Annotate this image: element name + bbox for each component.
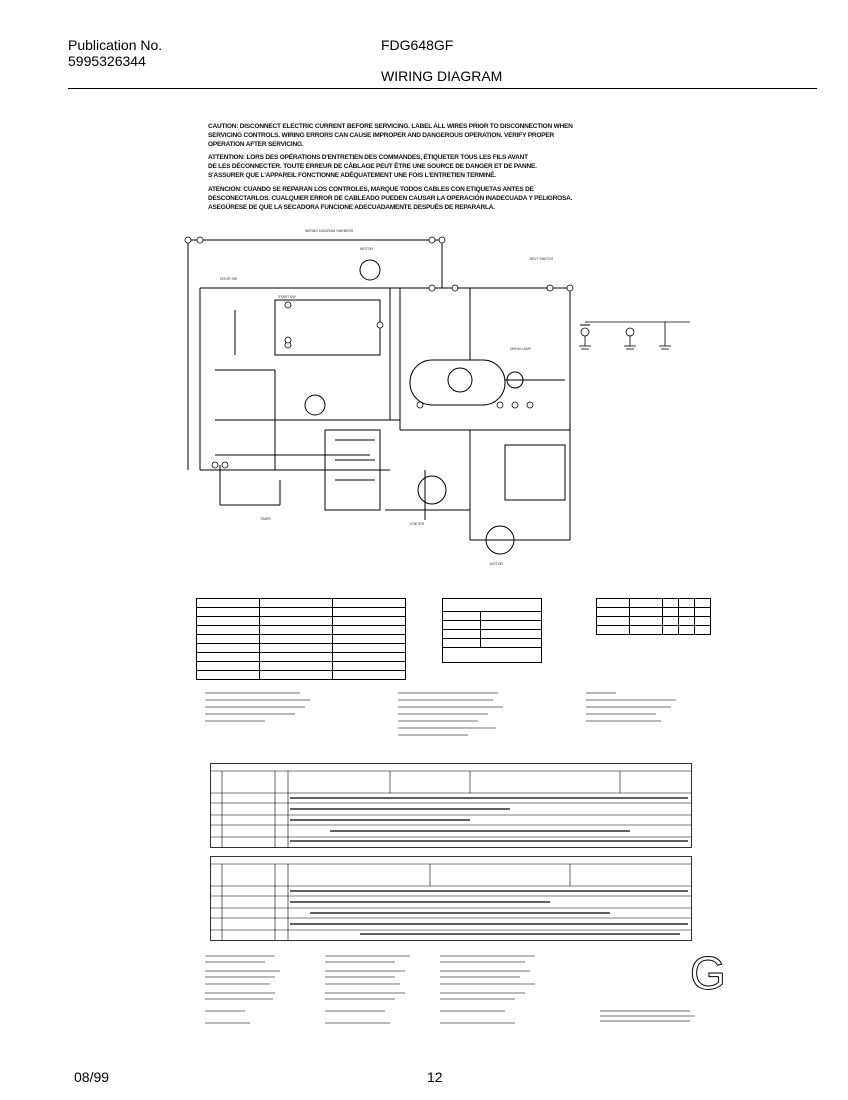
revision-letter: G — [690, 947, 727, 1000]
notes-block-1 — [205, 690, 315, 735]
ground-symbols — [579, 321, 690, 350]
caution-french: ATTENTION: LORS DES OPÉRATIONS D'ENTRETI… — [208, 154, 537, 179]
wiring-schematic: WIRING DIAGRAM HARNESS MOTOR DOOR SW STA… — [184, 229, 590, 566]
page-number: 12 — [427, 1069, 443, 1085]
specifications-table — [442, 598, 542, 663]
svg-text:MOTOR: MOTOR — [490, 562, 503, 566]
svg-text:IGNITER: IGNITER — [410, 522, 425, 526]
header-rule — [68, 88, 817, 89]
notes-block-3 — [586, 690, 686, 735]
svg-text:TIMER: TIMER — [260, 517, 271, 521]
switch-chart-table — [596, 598, 711, 635]
publication-number: 5995326344 — [68, 53, 146, 69]
caution-spanish: ATENCION: CUANDO SE REPARAN LOS CONTROLE… — [208, 186, 573, 211]
bottom-notes — [205, 955, 695, 1024]
svg-text:MOTOR: MOTOR — [360, 247, 373, 251]
notes-block-2 — [398, 690, 508, 745]
timer-sequence-chart-1 — [210, 763, 692, 848]
publication-label: Publication No. — [68, 37, 163, 53]
svg-text:WIRING DIAGRAM HARNESS: WIRING DIAGRAM HARNESS — [305, 229, 354, 233]
svg-text:DRUM LAMP: DRUM LAMP — [510, 347, 532, 351]
page-title: WIRING DIAGRAM — [381, 68, 503, 84]
symbol-legend-table — [196, 598, 406, 680]
svg-text:BELT SWITCH: BELT SWITCH — [530, 257, 554, 261]
caution-english: CAUTION: DISCONNECT ELECTRIC CURRENT BEF… — [208, 123, 573, 148]
model-number: FDG648GF — [381, 37, 454, 53]
svg-text:DOOR SW: DOOR SW — [220, 277, 238, 281]
timer-sequence-chart-2 — [210, 856, 692, 941]
footer-date: 08/99 — [74, 1069, 110, 1085]
svg-text:START SW: START SW — [278, 295, 296, 299]
